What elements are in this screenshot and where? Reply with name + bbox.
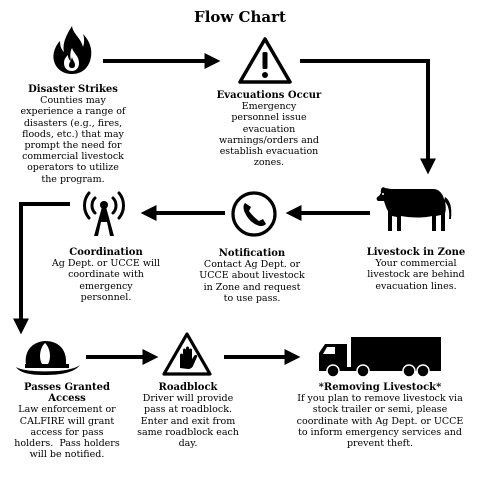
step-livestock-in-zone: Livestock in Zone Your commercial livest…: [356, 247, 476, 292]
fire-icon: [50, 24, 94, 76]
step-heading: Evacuations Occur: [216, 90, 322, 101]
arrow-coordination-to-passes: [13, 202, 70, 335]
step-description: Law enforcement or CALFIRE will grant ac…: [14, 404, 120, 461]
phone-icon: [230, 190, 278, 238]
radio-tower-icon: [80, 190, 128, 238]
step-heading: Notification: [218, 248, 286, 259]
step-heading: Roadblock: [158, 382, 218, 393]
step-coordination: Coordination Ag Dept. or UCCE will coord…: [44, 247, 168, 303]
step-roadblock: Roadblock Driver will provide pass at ro…: [132, 382, 244, 449]
step-heading: *Removing Livestock*: [318, 382, 442, 393]
hand-stop-icon: [161, 331, 213, 377]
warning-triangle-icon: [237, 36, 293, 86]
step-description: Emergency personnel issue evacuation war…: [218, 101, 320, 169]
truck-icon: [317, 333, 443, 379]
step-disaster-strikes: Disaster Strikes Counties may experience…: [10, 84, 136, 185]
arrow-evacuation-to-livestock: [300, 59, 436, 175]
step-description: Ag Dept. or UCCE will coordinate with em…: [51, 258, 161, 303]
step-heading: Coordination: [69, 247, 143, 258]
step-removing-livestock: *Removing Livestock* If you plan to remo…: [292, 382, 468, 449]
step-description: Counties may experience a range of disas…: [20, 95, 126, 185]
step-heading: Livestock in Zone: [366, 247, 466, 258]
step-description: Your commercial livestock are behind eva…: [367, 258, 465, 292]
firefighter-helmet-icon: [14, 337, 82, 377]
step-description: Driver will provide pass at roadblock. E…: [137, 393, 239, 450]
step-heading: Passes Granted Access: [24, 382, 110, 405]
step-heading: Disaster Strikes: [28, 84, 118, 95]
step-passes-granted-access: Passes Granted Access Law enforcement or…: [6, 382, 128, 460]
step-description: Contact Ag Dept. or UCCE about livestock…: [199, 259, 305, 304]
step-description: If you plan to remove livestock via stoc…: [296, 393, 464, 450]
page-title: Flow Chart: [194, 8, 286, 26]
cow-icon: [375, 183, 457, 235]
step-notification: Notification Contact Ag Dept. or UCCE ab…: [190, 248, 314, 304]
step-evacuations-occur: Evacuations Occur Emergency personnel is…: [204, 90, 334, 168]
